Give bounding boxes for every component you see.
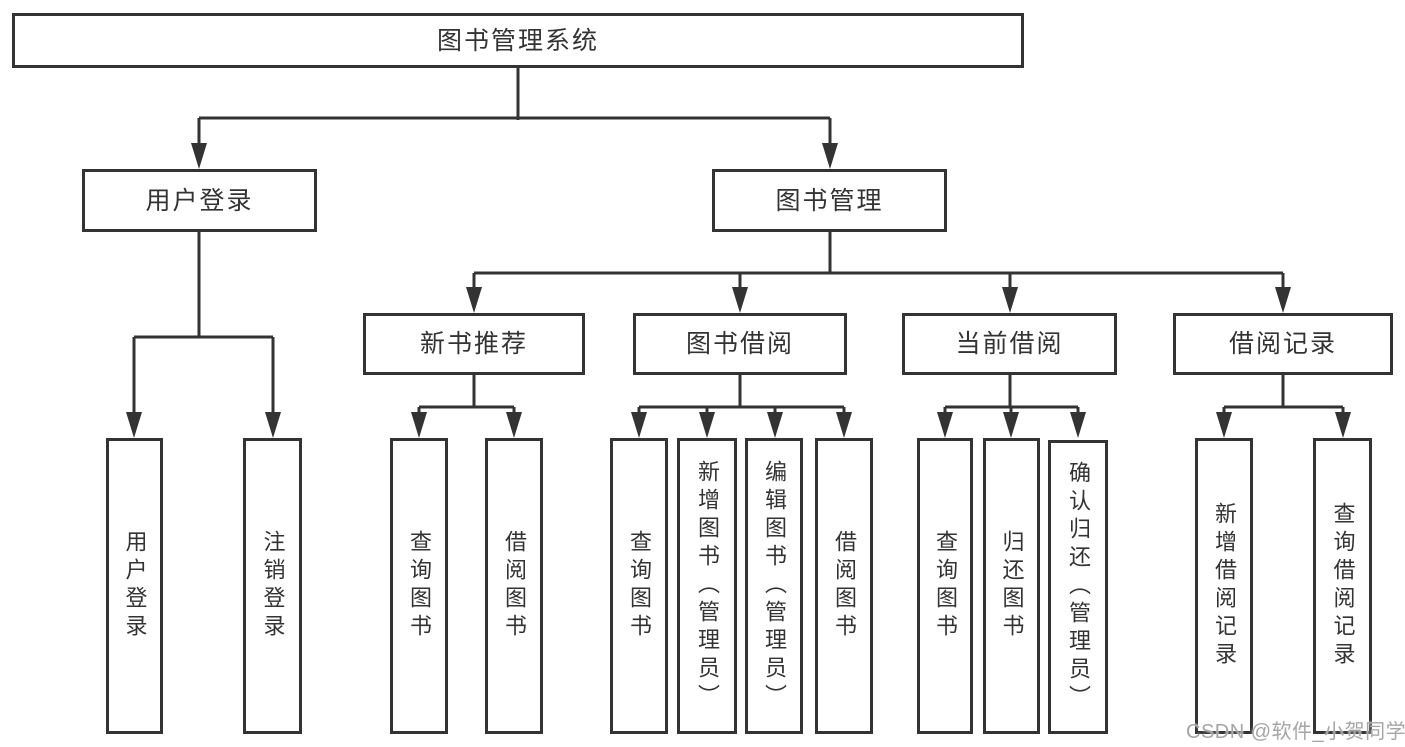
csdn-watermark: CSDN @软件_小贺同学 xyxy=(1186,721,1405,743)
node-leaf-current-confirm-return-admin: 确认归还（管理员） xyxy=(1048,440,1108,734)
node-leaf-rec-query-books: 查询图书 xyxy=(390,438,448,734)
node-leaf-borrow-query-books: 查询图书 xyxy=(610,438,668,734)
node-root: 图书管理系统 xyxy=(12,13,1024,68)
node-leaf-records-query: 查询借阅记录 xyxy=(1313,438,1372,734)
node-leaf-borrow-edit-books-admin: 编辑图书（管理员） xyxy=(745,438,803,734)
node-book-borrow: 图书借阅 xyxy=(633,313,847,375)
node-user-login-group: 用户登录 xyxy=(82,169,317,232)
node-leaf-logout: 注销登录 xyxy=(243,438,302,734)
node-leaf-borrow-borrow-books: 借阅图书 xyxy=(815,438,873,734)
node-leaf-user-login: 用户登录 xyxy=(106,438,163,734)
node-borrow-records: 借阅记录 xyxy=(1173,313,1393,375)
node-leaf-borrow-add-books-admin: 新增图书（管理员） xyxy=(677,438,737,734)
node-leaf-rec-borrow-books: 借阅图书 xyxy=(485,438,543,734)
arrow-heads xyxy=(126,143,1351,438)
node-book-management: 图书管理 xyxy=(712,169,947,232)
node-new-book-recommend: 新书推荐 xyxy=(363,313,585,375)
node-leaf-records-add: 新增借阅记录 xyxy=(1195,438,1253,734)
node-leaf-current-query-books: 查询图书 xyxy=(917,438,973,734)
node-current-borrow: 当前借阅 xyxy=(902,313,1117,375)
node-leaf-current-return-books: 归还图书 xyxy=(983,438,1040,734)
tree-edges xyxy=(132,66,1345,416)
